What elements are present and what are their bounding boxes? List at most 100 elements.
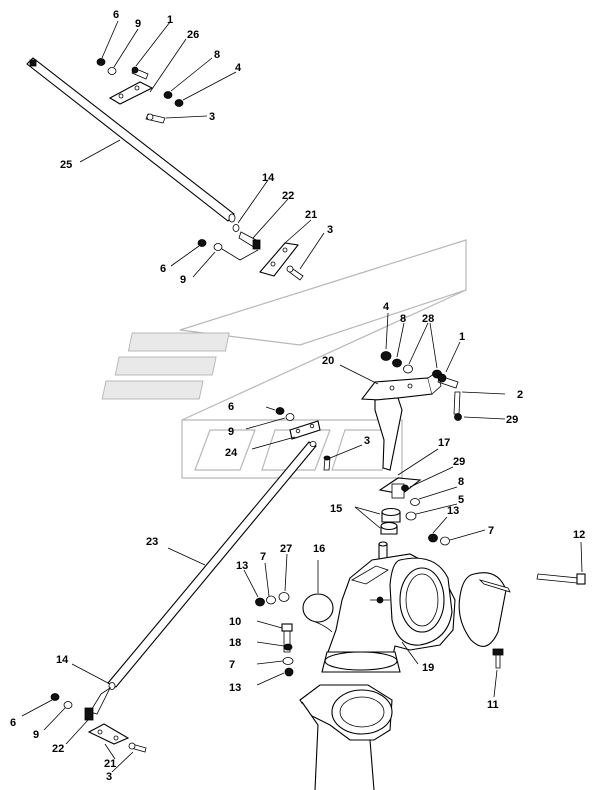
callout-9: 9 (33, 729, 39, 741)
washer-28-a (403, 364, 413, 374)
callout-8: 8 (400, 313, 406, 325)
callout-22: 22 (282, 190, 294, 202)
callout-25: 25 (60, 159, 72, 171)
callout-21: 21 (104, 758, 116, 770)
rod-25 (26, 57, 236, 223)
callout-20: 20 (322, 355, 334, 367)
washer-9-b (213, 243, 223, 251)
washer-7-a (440, 536, 450, 546)
bracket-21-a (259, 242, 300, 277)
washer-9-c (285, 413, 295, 421)
support-bracket-20 (360, 371, 442, 471)
washer-5 (405, 511, 417, 521)
bolt-3-c (323, 455, 331, 471)
callout-29: 29 (453, 456, 465, 468)
washer-8-b (392, 358, 402, 368)
callout-3: 3 (364, 435, 370, 447)
callout-11: 11 (487, 699, 499, 711)
nut-13-a (428, 533, 438, 543)
callout-6: 6 (228, 401, 234, 413)
callout-1: 1 (167, 14, 173, 26)
rod-end-22-a (238, 231, 261, 250)
callout-7: 7 (488, 525, 494, 537)
callout-18: 18 (229, 637, 241, 649)
leader-lines (21, 20, 583, 773)
callout-6: 6 (10, 717, 16, 729)
hole-icon (118, 93, 124, 99)
callout-13: 13 (447, 505, 459, 517)
washer-9-d (63, 701, 73, 709)
nut-14-a (232, 224, 240, 232)
rod-end-22-b (84, 686, 112, 721)
nut-4-a (174, 99, 184, 107)
callout-13: 13 (236, 560, 248, 572)
bushing-15-b (380, 521, 398, 535)
washer-8-c (410, 498, 420, 506)
callout-26: 26 (187, 29, 199, 41)
callout-23: 23 (146, 536, 158, 548)
callout-9: 9 (228, 426, 234, 438)
nut-6-c (275, 407, 285, 415)
callout-21: 21 (305, 209, 317, 221)
flange-gasket (458, 572, 511, 647)
callout-9: 9 (180, 274, 186, 286)
callout-22: 22 (52, 743, 64, 755)
bushing-15-a (381, 507, 401, 523)
callout-5: 5 (458, 494, 464, 506)
washer-7-b (266, 595, 276, 605)
callout-4: 4 (235, 62, 242, 74)
hole-icon (134, 85, 140, 91)
upper-bracket-26 (108, 81, 154, 105)
washer-9-a (107, 67, 117, 75)
callout-15: 15 (330, 503, 342, 515)
callout-19: 19 (422, 662, 434, 674)
bolt-3-d (128, 742, 147, 753)
nut-4-b (380, 351, 392, 361)
bracket-24 (289, 420, 321, 440)
nut-29-b (401, 484, 409, 492)
bolt-3-a (145, 113, 166, 124)
callout-3: 3 (327, 224, 333, 236)
callout-24: 24 (225, 447, 238, 459)
nut-13-c (284, 667, 294, 677)
callout-6: 6 (113, 9, 119, 21)
callout-14: 14 (56, 654, 69, 666)
callout-6: 6 (160, 263, 166, 275)
rod-end-icon (29, 59, 37, 67)
bolt-3-b (286, 265, 304, 281)
callout-9: 9 (135, 18, 141, 30)
bracket-21-b (87, 723, 130, 745)
callout-29: 29 (506, 414, 518, 426)
callout-10: 10 (229, 616, 241, 628)
callout-4: 4 (383, 301, 390, 313)
nut-13-b (255, 597, 265, 607)
callout-12: 12 (573, 529, 585, 541)
bolt-12 (536, 573, 586, 585)
clamp-17 (378, 477, 422, 499)
spout-elbow-19 (321, 553, 456, 673)
callout-16: 16 (313, 543, 325, 555)
callout-7: 7 (260, 551, 266, 563)
lower-spout-pipe (299, 684, 393, 790)
callout-1: 1 (459, 331, 465, 343)
callout-3: 3 (106, 771, 112, 783)
cover-plate-16 (302, 593, 334, 633)
callout-13: 13 (229, 682, 241, 694)
callout-8: 8 (214, 49, 220, 61)
nut-6-d (50, 693, 60, 701)
nut-6-b (197, 239, 207, 247)
nut-6-a (96, 58, 106, 66)
washer-7-c (282, 657, 294, 665)
brand-logo-watermark (101, 239, 467, 479)
callout-14: 14 (262, 172, 275, 184)
callout-27: 27 (280, 543, 292, 555)
nut-29-a (454, 413, 462, 421)
nut-8-a (163, 91, 173, 99)
callout-7: 7 (229, 659, 235, 671)
callout-2: 2 (517, 389, 523, 401)
bolt-1-a (131, 66, 149, 80)
washer-18 (283, 643, 293, 651)
callout-28: 28 (422, 313, 434, 325)
callout-8: 8 (458, 476, 464, 488)
